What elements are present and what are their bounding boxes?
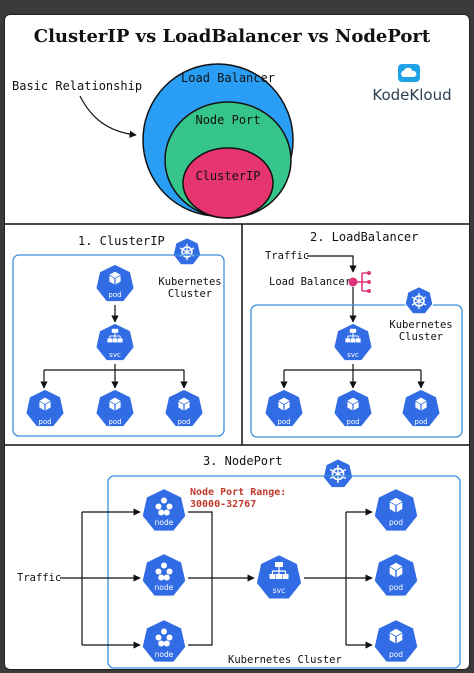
nodeport-node-1: node bbox=[140, 487, 188, 533]
clusterip-top-pod: pod bbox=[94, 263, 136, 303]
nodeport-node-2: node bbox=[140, 552, 188, 598]
lb-label: Load Balancer bbox=[269, 276, 351, 288]
svg-text:pod: pod bbox=[346, 418, 359, 426]
lb-cluster-label-1: Kubernetes bbox=[389, 319, 452, 331]
nodeport-cluster-label: Kubernetes Cluster bbox=[228, 654, 342, 666]
loadbalancer-circle-label: Load Balancer bbox=[181, 71, 275, 85]
clusterip-cluster-label-2: Cluster bbox=[168, 288, 212, 300]
svg-text:node: node bbox=[155, 583, 174, 592]
nodeport-cluster-box bbox=[107, 475, 461, 669]
clusterip-circle bbox=[182, 147, 274, 219]
svg-text:svc: svc bbox=[109, 351, 121, 359]
svg-text:pod: pod bbox=[277, 418, 290, 426]
clusterip-cluster-label-1: Kubernetes bbox=[158, 276, 221, 288]
connector bbox=[307, 255, 357, 273]
loadbalancer-heading: 2. LoadBalancer bbox=[310, 230, 418, 244]
clusterip-pod-1: pod bbox=[24, 388, 66, 428]
nodeport-svc: svc bbox=[254, 553, 304, 601]
kubernetes-helm-icon bbox=[404, 286, 434, 315]
clusterip-heading: 1. ClusterIP bbox=[78, 234, 165, 248]
relationship-arrow bbox=[79, 95, 137, 138]
clusterip-svc: svc bbox=[94, 322, 136, 362]
svg-text:svc: svc bbox=[347, 351, 359, 359]
kubernetes-helm-icon bbox=[172, 237, 202, 266]
lb-cluster-label-2: Cluster bbox=[399, 331, 443, 343]
svg-text:node: node bbox=[155, 518, 174, 527]
svg-text:svc: svc bbox=[273, 586, 285, 595]
nodeport-traffic-label: Traffic bbox=[17, 572, 61, 584]
svg-text:pod: pod bbox=[389, 518, 403, 527]
cloud-icon bbox=[398, 64, 420, 82]
nodeport-pod-2: pod bbox=[372, 552, 420, 598]
connector bbox=[44, 364, 184, 371]
page-title: ClusterIP vs LoadBalancer vs NodePort bbox=[34, 26, 431, 47]
load-balancer-icon bbox=[348, 271, 371, 293]
clusterip-pod-3: pod bbox=[163, 388, 205, 428]
loadbalancer-cluster-box bbox=[250, 304, 463, 438]
lb-traffic-label: Traffic bbox=[265, 250, 309, 262]
svg-text:pod: pod bbox=[389, 583, 403, 592]
clusterip-pod-2: pod bbox=[94, 388, 136, 428]
node-port-range-value: 30000-32767 bbox=[190, 499, 256, 510]
nodeport-node-3: node bbox=[140, 618, 188, 664]
svg-text:node: node bbox=[155, 650, 174, 659]
lb-pod-3: pod bbox=[400, 388, 442, 428]
lb-pod-2: pod bbox=[332, 388, 374, 428]
lb-pod-1: pod bbox=[263, 388, 305, 428]
nodeport-heading: 3. NodePort bbox=[203, 454, 282, 468]
svg-text:pod: pod bbox=[177, 418, 190, 426]
svg-text:pod: pod bbox=[38, 418, 51, 426]
nodeport-pod-3: pod bbox=[372, 618, 420, 664]
node-port-range-label: Node Port Range: bbox=[190, 487, 286, 498]
nodeport-pod-1: pod bbox=[372, 487, 420, 533]
svg-text:pod: pod bbox=[389, 650, 403, 659]
clusterip-cluster-box bbox=[12, 254, 225, 437]
lb-svc: svc bbox=[332, 322, 374, 362]
connector bbox=[284, 364, 421, 371]
clusterip-circle-label: ClusterIP bbox=[195, 169, 260, 183]
svg-text:pod: pod bbox=[414, 418, 427, 426]
svg-text:pod: pod bbox=[108, 418, 121, 426]
kubernetes-helm-icon bbox=[322, 458, 354, 489]
nodeport-circle-label: Node Port bbox=[195, 113, 260, 127]
brand-name: KodeKloud bbox=[372, 86, 451, 104]
relationship-label: Basic Relationship bbox=[12, 79, 142, 93]
svg-text:pod: pod bbox=[108, 291, 121, 299]
kodekloud-logo: KodeKloud bbox=[372, 64, 452, 104]
